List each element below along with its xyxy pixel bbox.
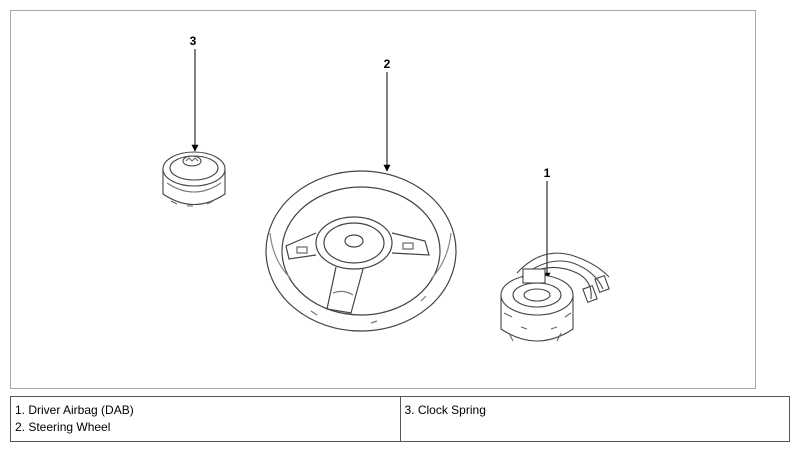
callout-label-clock-spring: 1: [544, 166, 551, 180]
parts-legend-table: 1. Driver Airbag (DAB) 2. Steering Wheel…: [10, 396, 790, 442]
clock-spring-drawing: [500, 252, 610, 342]
legend-cell-right: 3. Clock Spring: [399, 396, 790, 442]
legend-cell-left: 1. Driver Airbag (DAB) 2. Steering Wheel: [10, 396, 401, 442]
diagram-frame: 3 2: [10, 10, 756, 389]
legend-item-3: 3. Clock Spring: [404, 403, 486, 417]
callout-label-steering-wheel: 2: [384, 57, 391, 71]
exploded-parts-diagram: 3 2: [162, 34, 610, 342]
steering-wheel-drawing: [265, 170, 457, 332]
legend-item-2: 2. Steering Wheel: [15, 420, 111, 434]
legend-item-1: 1. Driver Airbag (DAB): [15, 403, 134, 417]
callout-label-airbag: 3: [190, 34, 197, 48]
driver-airbag-drawing: [162, 151, 226, 207]
